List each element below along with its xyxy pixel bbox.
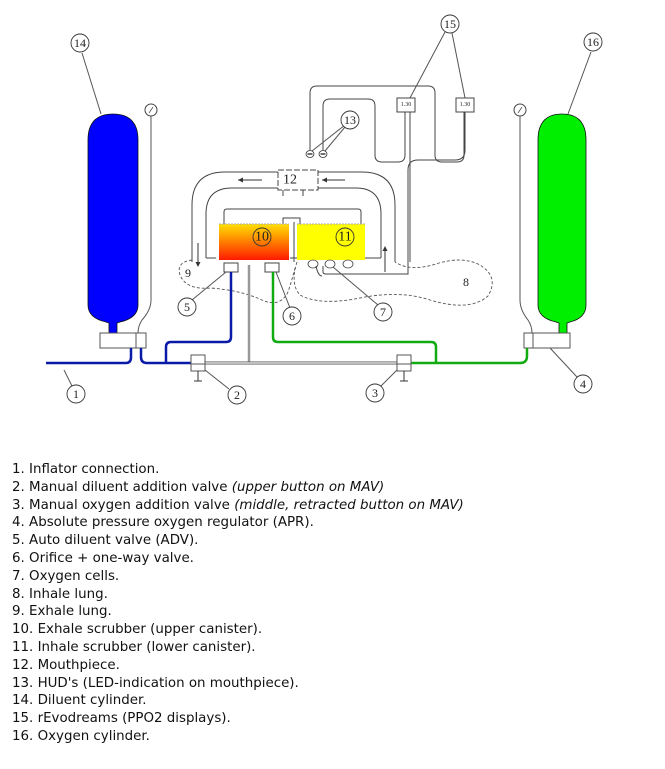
callout-15: 15: [440, 14, 460, 34]
inhale-lung: [293, 259, 493, 306]
legend-item: 14. Diluent cylinder.: [12, 693, 147, 709]
arrow-icon: [322, 177, 345, 183]
callout-16: 16: [583, 32, 603, 52]
ppo2-display: 1.30: [396, 97, 416, 113]
callout-13: 13: [340, 110, 360, 130]
legend-item: 16. Oxygen cylinder.: [12, 728, 150, 744]
svg-text:16: 16: [587, 35, 599, 49]
legend-item: 1. Inflator connection.: [12, 462, 160, 477]
exhale-lung: [178, 259, 296, 304]
callout-11: 11: [338, 230, 351, 245]
callout-10: 10: [255, 230, 269, 245]
auto-diluent-valve: [223, 262, 239, 273]
callout-3: 3: [365, 383, 385, 403]
flow-arrows: [195, 177, 388, 272]
hud-led-icon: [305, 150, 315, 158]
legend-item: 6. Orifice + one-way valve.: [12, 550, 194, 566]
oxygen-cylinder: [537, 113, 587, 334]
legend-item: 5. Auto diluent valve (ADV).: [12, 533, 199, 549]
callout-1: 1: [66, 384, 86, 404]
legend-item: 8. Inhale lung.: [12, 586, 108, 602]
callout-12: 12: [283, 173, 297, 188]
svg-text:6: 6: [289, 309, 295, 323]
hud-led-icon: [318, 150, 328, 158]
svg-text:13: 13: [344, 113, 356, 127]
oxygen-regulator: [523, 332, 571, 349]
arrow-icon: [195, 243, 201, 267]
legend-item: 13. HUD's (LED-indication on mouthpiece)…: [12, 675, 299, 691]
callout-8: 8: [463, 275, 469, 289]
inhale-scrubber: [297, 224, 365, 260]
svg-text:2: 2: [234, 388, 240, 402]
svg-text:7: 7: [380, 305, 386, 319]
callout-6: 6: [282, 306, 302, 326]
callout-4: 4: [573, 374, 593, 394]
legend-item: 12. Mouthpiece.: [12, 657, 120, 673]
callouts: 1 2 3 4 5 6 7 13 14 15 16: [66, 14, 603, 405]
orifice-valve: [264, 262, 280, 273]
callout-9: 9: [185, 266, 191, 280]
diluent-first-stage: [99, 332, 147, 349]
svg-text:14: 14: [74, 36, 86, 50]
legend-item: 4. Absolute pressure oxygen regulator (A…: [12, 515, 314, 531]
mouthpiece: 12: [277, 169, 319, 196]
svg-text:3: 3: [372, 386, 378, 400]
svg-text:1: 1: [73, 387, 79, 401]
breathing-loop: [191, 171, 396, 262]
svg-text:5: 5: [184, 300, 190, 314]
legend-item: 2. Manual diluent addition valve (upper …: [12, 479, 385, 495]
callout-5: 5: [177, 297, 197, 317]
svg-text:4: 4: [580, 377, 586, 391]
legend-item: 15. rEvodreams (PPO2 displays).: [12, 711, 231, 727]
arrow-icon: [382, 246, 388, 272]
svg-text:15: 15: [444, 17, 456, 31]
manual-diluent-valve: [190, 354, 206, 382]
rebreather-diagram: 12 10 11 9 8: [46, 14, 603, 405]
legend-item: 7. Oxygen cells.: [12, 568, 120, 584]
legend-item: 10. Exhale scrubber (upper canister).: [12, 622, 263, 638]
svg-text:1.30: 1.30: [460, 102, 471, 108]
callout-14: 14: [70, 33, 90, 53]
diluent-cylinder: [87, 113, 139, 334]
legend-list: 1. Inflator connection. 2. Manual diluen…: [12, 461, 464, 746]
ppo2-display: 1.30: [455, 97, 475, 113]
callout-7: 7: [373, 302, 393, 322]
callout-2: 2: [227, 385, 247, 405]
leader-lines: [63, 31, 592, 390]
arrow-icon: [238, 177, 262, 183]
legend-item: 11. Inhale scrubber (lower canister).: [12, 639, 256, 655]
legend-item: 9. Exhale lung.: [12, 604, 112, 620]
legend-item: 3. Manual oxygen addition valve (middle,…: [12, 497, 464, 513]
svg-text:1.30: 1.30: [401, 102, 412, 108]
manual-oxygen-valve: [396, 354, 412, 382]
